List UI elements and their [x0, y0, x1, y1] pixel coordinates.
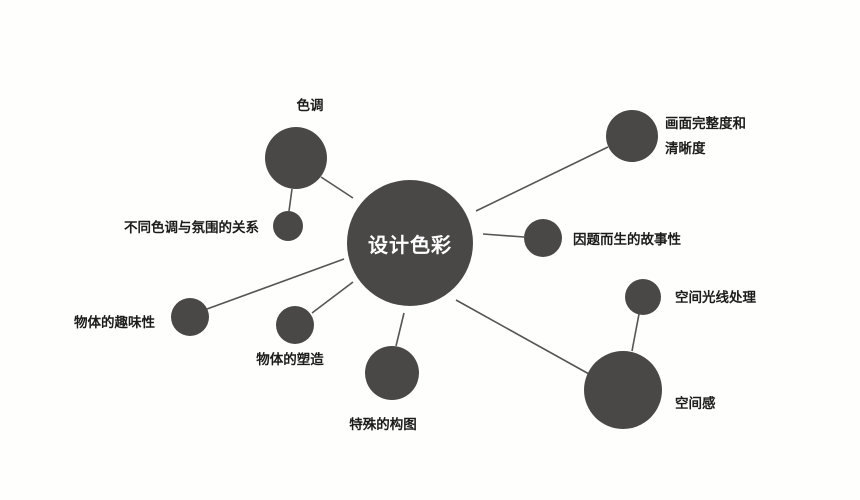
label-shaping: 物体的塑造	[256, 352, 324, 368]
label-fun: 物体的趣味性	[74, 315, 155, 331]
node-fun	[171, 298, 209, 336]
node-shaping	[276, 306, 314, 344]
edge-center-completeness	[475, 146, 609, 212]
node-light	[625, 279, 661, 315]
edge-center-shaping	[311, 281, 354, 314]
node-hue-mood	[273, 211, 303, 241]
center-node-design-color: 设计色彩	[347, 180, 473, 306]
node-composition	[365, 346, 419, 400]
label-story: 因题而生的故事性	[573, 232, 681, 248]
node-completeness	[606, 110, 658, 162]
edge-center-composition	[395, 312, 405, 347]
edge-space-light	[631, 313, 640, 352]
label-completeness-line2: 清晰度	[665, 141, 706, 157]
label-composition: 特殊的构图	[349, 417, 417, 433]
node-story	[524, 219, 562, 257]
edge-center-story	[482, 233, 525, 238]
edge-hue-huemood	[288, 188, 293, 212]
edge-center-space	[455, 299, 590, 375]
node-hue	[265, 127, 327, 189]
label-hue-mood: 不同色调与氛围的关系	[124, 220, 259, 236]
label-space: 空间感	[675, 396, 716, 412]
edge-center-hue	[320, 176, 354, 199]
center-node-label: 设计色彩	[368, 232, 452, 257]
label-light: 空间光线处理	[675, 290, 756, 306]
node-space	[584, 351, 662, 429]
edge-center-fun	[206, 258, 345, 310]
label-completeness-line1: 画面完整度和	[665, 116, 746, 132]
label-hue: 色调	[296, 98, 324, 114]
